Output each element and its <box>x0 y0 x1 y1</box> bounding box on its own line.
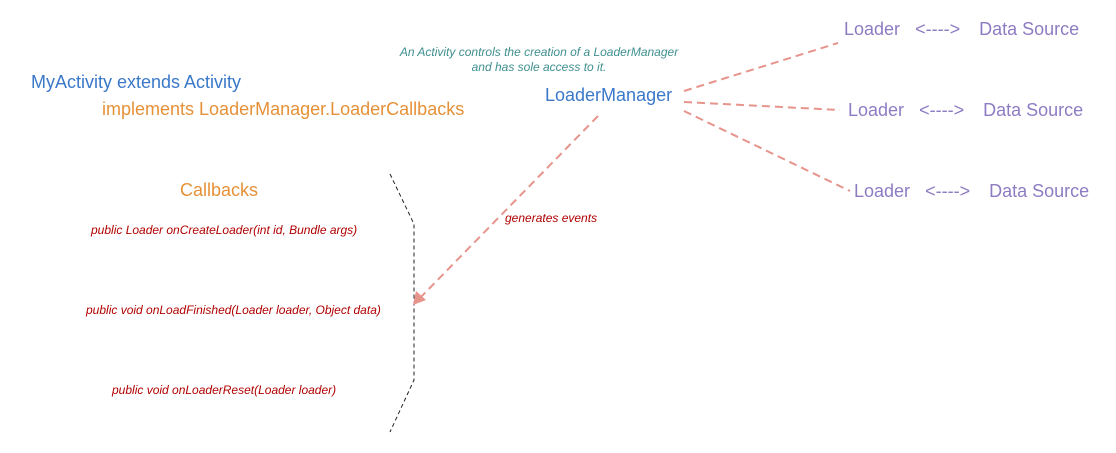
events-arrowhead <box>413 291 426 305</box>
connector-manager-loader-3 <box>683 110 851 192</box>
data-source-label: Data Source <box>983 100 1084 120</box>
data-source-label: Data Source <box>979 19 1080 39</box>
connector-manager-loader-2 <box>683 101 841 111</box>
loader-label: Loader <box>854 181 911 201</box>
method-on-create-loader: public Loader onCreateLoader(int id, Bun… <box>91 223 358 237</box>
events-label: generates events <box>505 211 598 225</box>
bidirectional-arrow: <----> <box>919 100 965 120</box>
loader-label: Loader <box>844 19 901 39</box>
events-arrow-line <box>417 115 599 301</box>
bidirectional-arrow: <----> <box>925 181 971 201</box>
loader-manager-label: LoaderManager <box>545 85 673 105</box>
connector-manager-loader-1 <box>683 42 839 92</box>
activity-implements: implements LoaderManager.LoaderCallbacks <box>102 99 465 119</box>
method-on-load-finished: public void onLoadFinished(Loader loader… <box>86 303 381 317</box>
manager-note-line-1: An Activity controls the creation of a L… <box>399 45 679 59</box>
manager-note-line-2: and has sole access to it. <box>471 60 607 74</box>
callbacks-title: Callbacks <box>180 180 259 200</box>
method-on-loader-reset: public void onLoaderReset(Loader loader) <box>112 383 337 397</box>
data-source-label: Data Source <box>989 181 1090 201</box>
loader-row-3: Loader <----> Data Source <box>854 181 1089 202</box>
activity-declaration: MyActivity extends Activity <box>31 72 242 92</box>
loader-row-2: Loader <----> Data Source <box>848 100 1083 121</box>
bidirectional-arrow: <----> <box>915 19 961 39</box>
callbacks-bracket <box>389 173 415 433</box>
manager-note: An Activity controls the creation of a L… <box>390 45 688 75</box>
loader-row-1: Loader <----> Data Source <box>844 19 1079 40</box>
loader-label: Loader <box>848 100 905 120</box>
